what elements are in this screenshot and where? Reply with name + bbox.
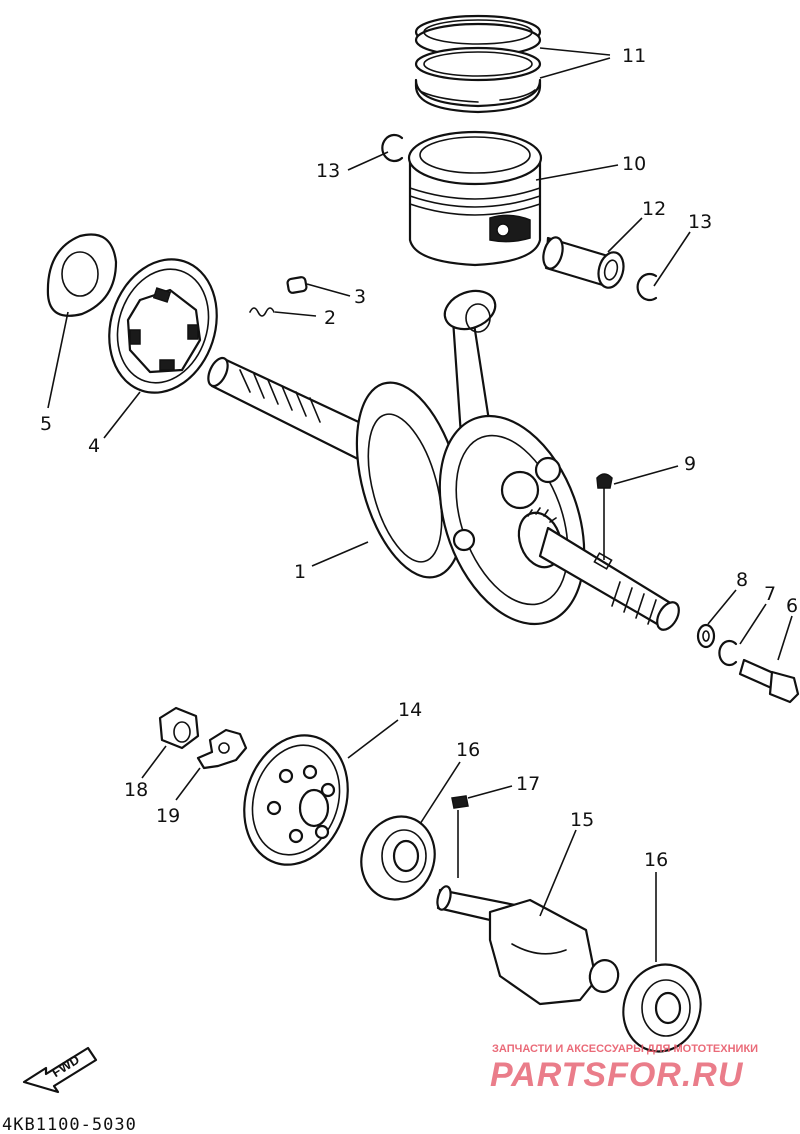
plunger (286, 276, 308, 294)
callout-19: 19 (156, 805, 180, 827)
callout-labels: 11 10 12 13 13 3 2 5 4 1 9 8 7 6 14 16 1… (40, 45, 798, 871)
spring (249, 307, 275, 317)
washer (696, 623, 716, 649)
key (451, 795, 469, 809)
lock-plate (196, 728, 248, 770)
piston (407, 130, 543, 267)
callout-11: 11 (622, 45, 646, 67)
balancer-shaft (436, 885, 620, 1006)
callout-16-upper: 16 (456, 739, 480, 761)
crankshaft-assembly (207, 289, 680, 631)
callout-8: 8 (736, 569, 748, 591)
callout-15: 15 (570, 809, 594, 831)
callout-2: 2 (324, 307, 336, 329)
watermark: ЗАПЧАСТИ И АКСЕССУАРЫ ДЛЯ МОТОТЕХНИКИ PA… (490, 1043, 758, 1094)
rotor-gear (108, 258, 218, 394)
shim-washer (46, 233, 118, 317)
drawing-code: 4KB1100-5030 (2, 1115, 137, 1134)
bearing-upper (360, 815, 436, 901)
callout-16-lower: 16 (644, 849, 668, 871)
watermark-logo: PARTSFOR.RU (490, 1056, 744, 1094)
piston-pin (542, 236, 625, 289)
callout-1: 1 (294, 561, 306, 583)
piston-rings (414, 14, 542, 114)
callout-7: 7 (764, 583, 776, 605)
callout-6: 6 (786, 595, 798, 617)
bolt (738, 658, 800, 704)
lock-washer (718, 639, 738, 667)
leader-lines (47, 47, 793, 962)
callout-4: 4 (88, 435, 100, 457)
callout-3: 3 (354, 286, 366, 308)
circlip-left (381, 133, 404, 163)
callout-13-right: 13 (688, 211, 712, 233)
woodruff-key (596, 473, 613, 489)
circlip-right (636, 272, 658, 302)
callout-5: 5 (40, 413, 52, 435)
callout-10: 10 (622, 153, 646, 175)
nut (158, 706, 200, 750)
bearing-lower (622, 963, 702, 1053)
callout-14: 14 (398, 699, 422, 721)
callout-17: 17 (516, 773, 540, 795)
balancer-drive-gear (243, 734, 349, 866)
callout-13-left: 13 (316, 160, 340, 182)
callout-9: 9 (684, 453, 696, 475)
forward-direction-arrow: FWD (22, 1046, 98, 1094)
callout-12: 12 (642, 198, 666, 220)
watermark-tagline: ЗАПЧАСТИ И АКСЕССУАРЫ ДЛЯ МОТОТЕХНИКИ (492, 1043, 758, 1055)
callout-18: 18 (124, 779, 148, 801)
